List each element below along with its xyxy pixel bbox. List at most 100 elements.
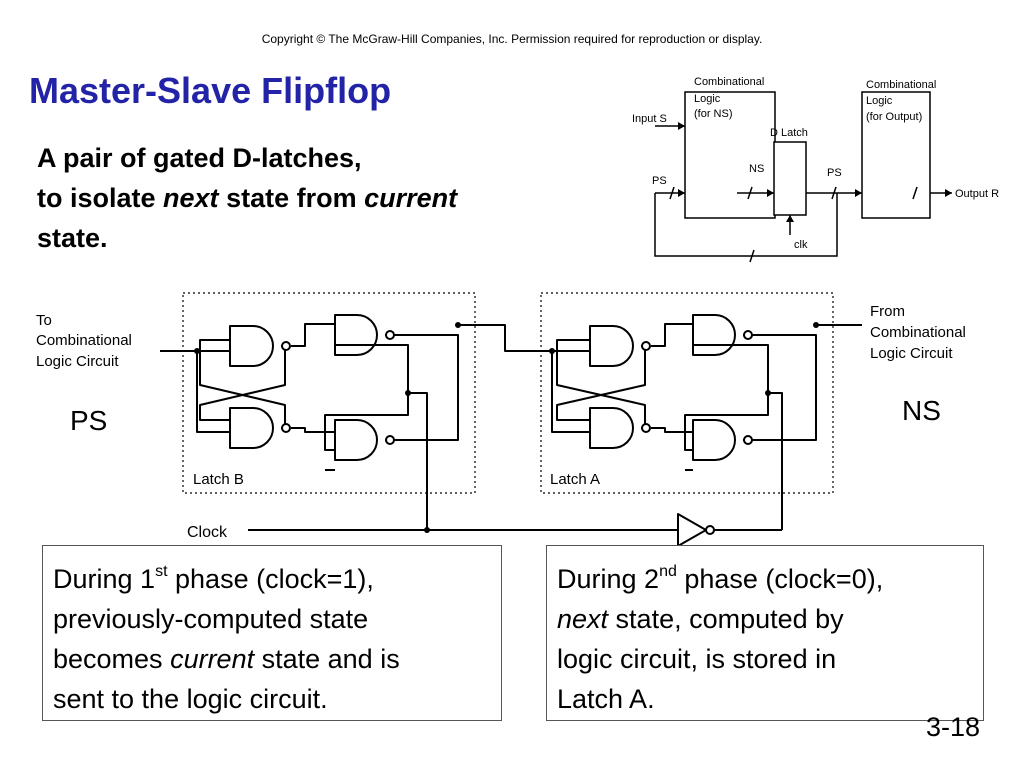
- phase-1-line-1: During 1st phase (clock=1),: [53, 559, 501, 599]
- ns-arrowhead: [767, 189, 774, 197]
- nand-bubble: [281, 423, 291, 433]
- latch-b-wire: [291, 427, 335, 433]
- nand-gate: [692, 314, 736, 356]
- copyright-notice: Copyright © The McGraw-Hill Companies, I…: [261, 32, 763, 46]
- phase-2-line-3: logic circuit, is stored in: [557, 644, 837, 674]
- ns-label: NS: [749, 163, 764, 175]
- junction-dot: [424, 527, 430, 533]
- nand-gate: [692, 419, 736, 461]
- comb-logic-out-label: Logic: [866, 95, 893, 107]
- phase-1-line-2: previously-computed state: [53, 604, 369, 634]
- phase-1-box: During 1st phase (clock=1), previously-c…: [42, 545, 502, 721]
- comb-logic-ns-label: (for NS): [694, 108, 733, 120]
- inter-latch-wire: [458, 324, 590, 352]
- output-r-label: Output R: [955, 188, 999, 200]
- latch-a-wire: [684, 393, 769, 451]
- junction-dot: [194, 348, 200, 354]
- master-slave-circuit: To Combinational Logic Circuit From Comb…: [36, 292, 966, 545]
- d-latch-label: D Latch: [770, 127, 808, 139]
- nand-bubble: [281, 341, 291, 351]
- ns-label: NS: [902, 395, 941, 426]
- latch-a-wire: [551, 351, 590, 433]
- phase-2-box: During 2nd phase (clock=0), next state, …: [546, 545, 984, 721]
- ps-label: PS: [70, 405, 107, 436]
- input-s-label: Input S: [632, 113, 667, 125]
- input-arrowhead: [678, 122, 685, 130]
- clock-inverter: [677, 513, 707, 545]
- to-logic-label: To: [36, 312, 52, 329]
- comb-logic-out-label: Combinational: [866, 79, 936, 91]
- phase-1-line-4: sent to the logic circuit.: [53, 684, 328, 714]
- nand-gate: [229, 325, 274, 367]
- nand-gate: [334, 419, 378, 461]
- latch-b-wire: [324, 393, 409, 451]
- inverter-bubble: [705, 525, 715, 535]
- subtitle-text: state from: [218, 183, 365, 213]
- junction-dot: [455, 322, 461, 328]
- subtitle-emphasis-next: next: [163, 183, 219, 213]
- phase-1-text: phase (clock=1),: [167, 564, 374, 594]
- nand-gate: [589, 407, 634, 449]
- junction-dot: [405, 390, 411, 396]
- nand-bubble: [743, 435, 753, 445]
- phase-2-line-4: Latch A.: [557, 684, 655, 714]
- nand-gate: [334, 314, 378, 356]
- phase-2-emphasis: next: [557, 604, 609, 634]
- nand-gate: [229, 407, 274, 449]
- ps-arrowhead: [678, 189, 685, 197]
- junction-dot: [549, 348, 555, 354]
- clock-label: Clock: [187, 524, 228, 541]
- latch-a-boundary: [540, 292, 834, 494]
- to-logic-label: Combinational: [36, 332, 132, 349]
- output-arrowhead: [945, 189, 952, 197]
- latch-b-wire: [385, 334, 459, 441]
- ps-mid-label: PS: [827, 167, 842, 179]
- phase-1-text: During 1: [53, 564, 156, 594]
- bus-slash: [669, 186, 918, 263]
- junction-dot: [765, 390, 771, 396]
- phase-1-ordinal: st: [155, 563, 168, 580]
- from-logic-label: Logic Circuit: [870, 345, 953, 362]
- phase-2-text: state, computed by: [608, 604, 844, 634]
- latch-a-wire: [693, 344, 769, 393]
- slide-subtitle: A pair of gated D-latches, to isolate ne…: [37, 138, 457, 258]
- latch-a-clock-wire: [768, 392, 783, 530]
- comb-logic-ns-label: Logic: [694, 93, 721, 105]
- latch-b-label: Latch B: [193, 471, 244, 488]
- phase-1-line-3: becomes current state and is: [53, 639, 501, 679]
- slide-title: Master-Slave Flipflop: [29, 70, 392, 111]
- subtitle-text: to isolate: [37, 183, 164, 213]
- nand-bubble: [641, 423, 651, 433]
- latch-b-boundary: [182, 292, 476, 494]
- phase-2-ordinal: nd: [659, 563, 677, 580]
- nand-bubble: [641, 341, 651, 351]
- phase-2-text: During 2: [557, 564, 660, 594]
- comb-logic-out-label: (for Output): [866, 111, 922, 123]
- from-logic-label: From: [870, 303, 905, 320]
- phase-2-text: phase (clock=0),: [676, 564, 884, 594]
- subtitle-line-1: A pair of gated D-latches,: [37, 143, 362, 173]
- comb-logic-output-box: [861, 91, 931, 219]
- d-latch-box: [773, 141, 807, 216]
- subtitle-emphasis-current: current: [364, 183, 458, 213]
- latch-b-wire: [291, 323, 335, 347]
- to-logic-label: Logic Circuit: [36, 353, 119, 370]
- from-logic-label: Combinational: [870, 324, 966, 341]
- nand-bubble: [385, 330, 395, 340]
- latch-b-wire: [196, 351, 230, 433]
- junction-dot: [813, 322, 819, 328]
- subtitle-line-2: to isolate next state from current: [37, 178, 457, 218]
- nand-gate: [589, 325, 634, 367]
- phase-2-line-1: During 2nd phase (clock=0),: [557, 559, 983, 599]
- nand-bubble: [385, 435, 395, 445]
- ps-left-label: PS: [652, 175, 667, 187]
- phase-1-emphasis: current: [170, 644, 255, 674]
- latch-a-wire: [743, 334, 817, 441]
- comb-logic-ns-label: Combinational: [694, 76, 764, 88]
- clk-arrowhead: [786, 215, 794, 222]
- latch-b-wire: [335, 344, 409, 393]
- latch-a-wire: [651, 323, 693, 347]
- latch-a-wire: [651, 427, 693, 433]
- clk-label: clk: [794, 239, 808, 251]
- comb-logic-ns-box: [684, 91, 776, 219]
